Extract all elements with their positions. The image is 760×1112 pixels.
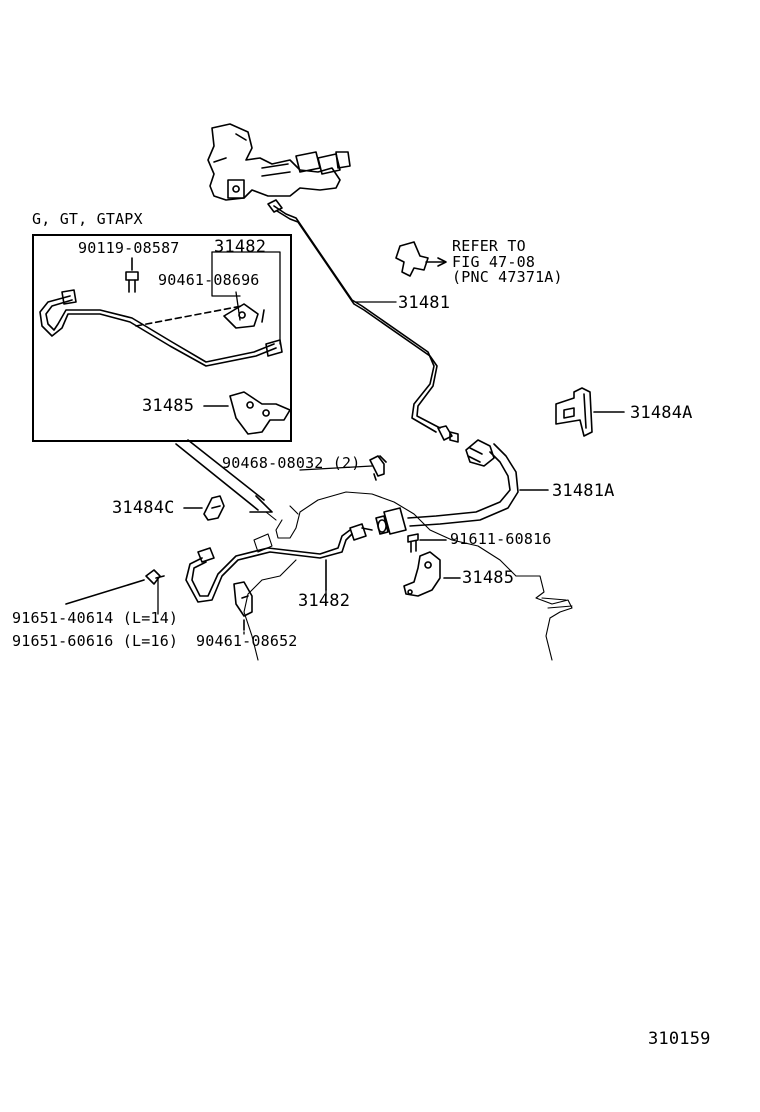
clamp-90461-08652 <box>233 581 253 631</box>
label-31484a: 31484A <box>630 403 693 423</box>
label-31481: 31481 <box>398 293 451 313</box>
figure-id: 310159 <box>648 1029 711 1049</box>
refer-line-1: REFER TO <box>452 237 526 255</box>
bracket-31484a <box>555 387 625 437</box>
inset-bolt-90119 <box>125 257 243 327</box>
hose-31481a <box>375 439 549 535</box>
label-31484c: 31484C <box>112 498 175 518</box>
label-91611-60816: 91611-60816 <box>450 530 552 548</box>
bracket-31484c <box>183 495 225 521</box>
label-91651-60616: 91651-60616 (L=16) <box>12 632 179 650</box>
label-31482-inset: 31482 <box>214 237 267 257</box>
inset-pointer-arrow <box>175 439 273 513</box>
label-31482-main: 31482 <box>298 591 351 611</box>
leader-lines <box>157 251 397 635</box>
tube-31481 <box>267 199 459 443</box>
label-90461-08652: 90461-08652 <box>196 632 298 650</box>
tube-31482-lower <box>185 523 373 603</box>
refer-line-3: (PNC 47371A) <box>452 268 563 286</box>
label-91651-40614: 91651-40614 (L=14) <box>12 609 179 627</box>
clip-90468 <box>369 455 387 481</box>
union-bolt-91651 <box>65 569 165 605</box>
bracket-31485-main <box>403 551 461 597</box>
label-90461-08696: 90461-08696 <box>158 271 260 289</box>
label-31481a: 31481A <box>552 481 615 501</box>
label-31485-main: 31485 <box>462 568 515 588</box>
refer-line-2: FIG 47-08 <box>452 253 536 271</box>
refer-clip <box>395 241 447 277</box>
label-31485-inset: 31485 <box>142 396 195 416</box>
bolt-91611 <box>407 533 447 553</box>
label-90119-08587: 90119-08587 <box>78 239 180 257</box>
label-90468-08032: 90468-08032 (2) <box>222 454 361 472</box>
inset-title: G, GT, GTAPX <box>32 210 143 228</box>
master-cylinder <box>207 123 351 201</box>
inset-frame <box>32 234 292 442</box>
inset-tube-31482 <box>39 289 283 367</box>
body-outline <box>243 491 573 661</box>
inset-clamp-90461 <box>223 303 265 329</box>
inset-bracket-31485 <box>203 391 291 435</box>
